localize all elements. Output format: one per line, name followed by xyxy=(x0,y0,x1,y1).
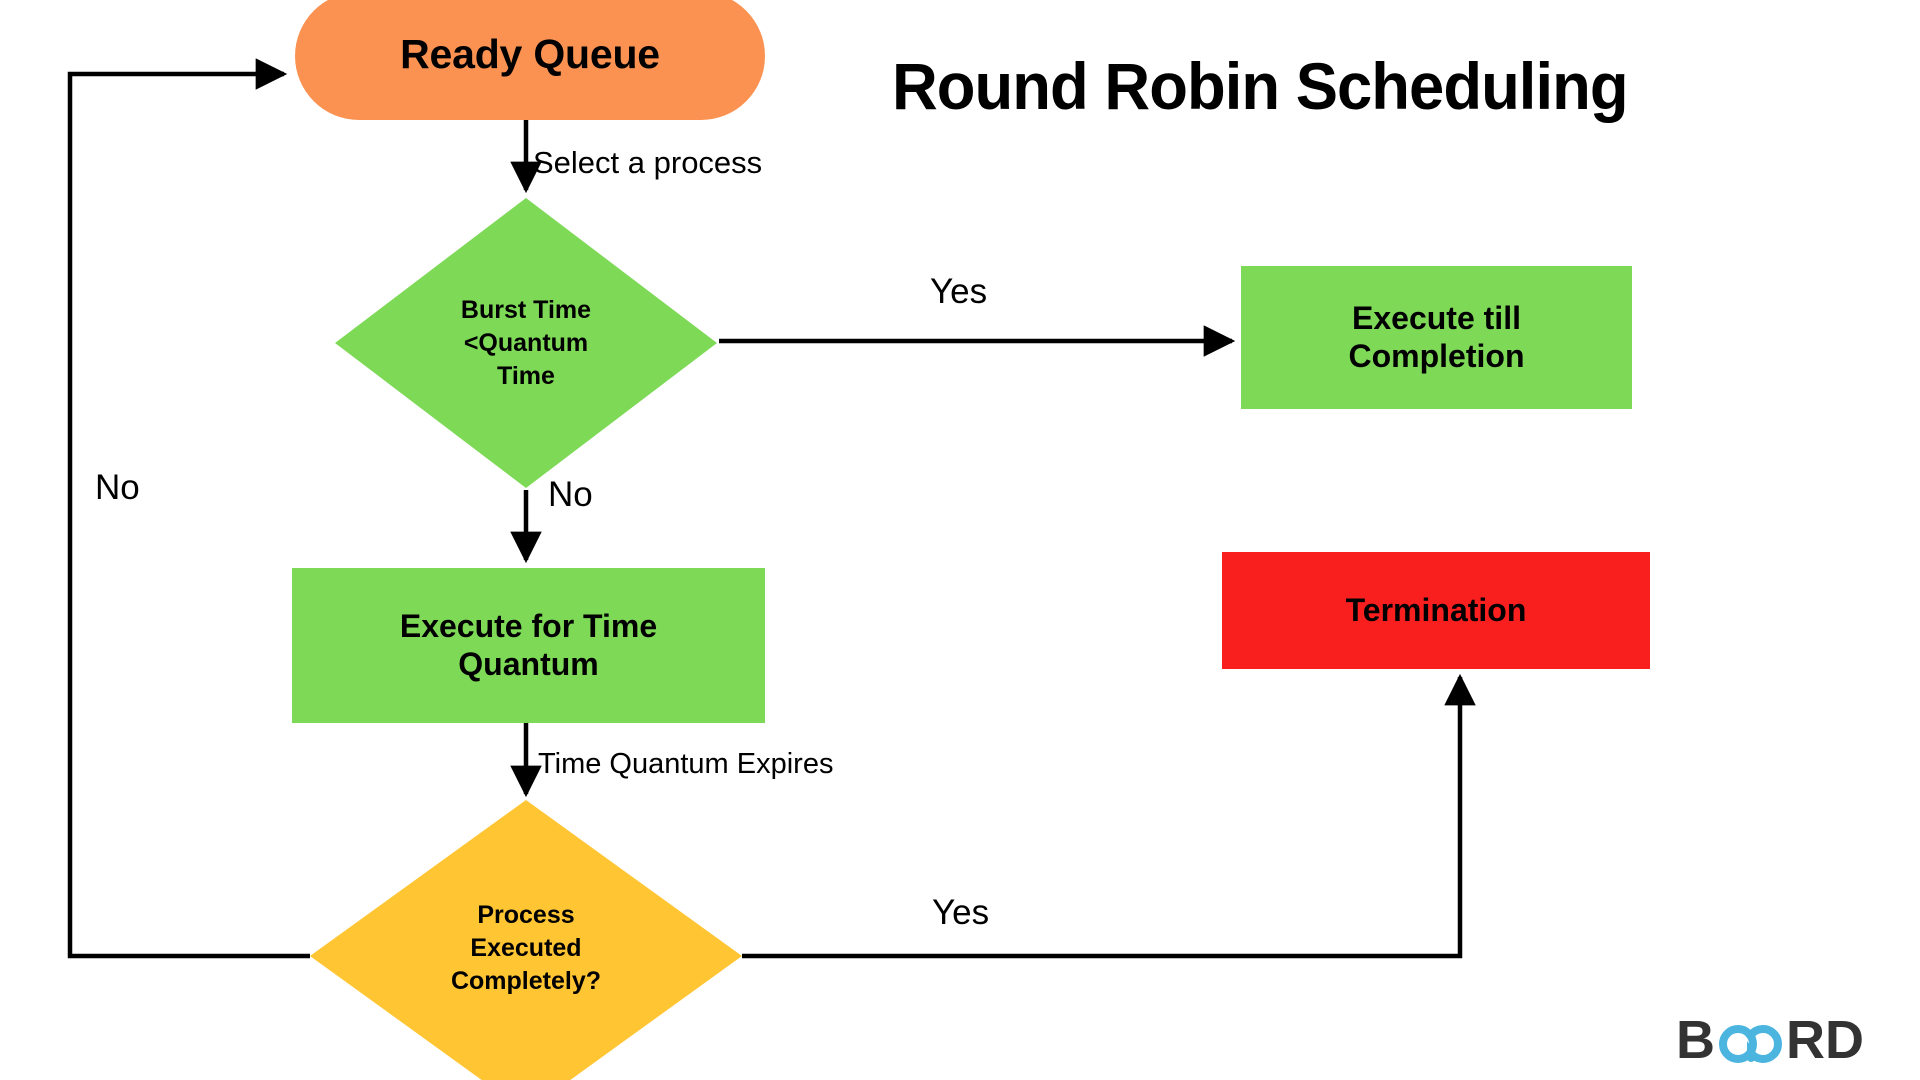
edge-label-time-quantum-expires: Time Quantum Expires xyxy=(538,748,834,780)
node-process-executed-decision[interactable]: Process Executed Completely? xyxy=(310,800,742,1080)
execute-quantum-line-1: Execute for Time xyxy=(399,607,658,644)
edge-label-yes-to-termination: Yes xyxy=(932,893,990,932)
node-execute-for-time-quantum[interactable]: Execute for Time Quantum xyxy=(292,568,765,723)
node-burst-time-decision[interactable]: Burst Time <Quantum Time xyxy=(335,198,717,488)
edge-label-no-to-quantum: No xyxy=(548,475,593,514)
node-termination[interactable]: Termination xyxy=(1222,552,1650,669)
edge-complete-yes-to-termination xyxy=(742,673,1476,959)
page-title: Round Robin Scheduling xyxy=(892,49,1629,123)
edge-label-yes-to-completion: Yes xyxy=(930,272,988,311)
board-logo-infinity-icon xyxy=(1719,1025,1782,1063)
node-ready-queue[interactable]: Ready Queue xyxy=(295,0,765,120)
edge-label-select-a-process: Select a process xyxy=(533,145,763,180)
execute-quantum-line-2: Quantum xyxy=(458,645,599,682)
edge-complete-no-to-ready-queue xyxy=(67,58,310,959)
node-execute-till-completion[interactable]: Execute till Completion xyxy=(1241,266,1632,409)
board-logo-letter-b: B xyxy=(1676,1014,1715,1068)
diamond-shape-process-executed xyxy=(310,800,742,1080)
edge-label-no-return-to-queue: No xyxy=(95,468,140,507)
execute-completion-line-2: Completion xyxy=(1348,337,1525,374)
execute-completion-line-1: Execute till xyxy=(1352,299,1521,336)
board-logo-letters-rd: RD xyxy=(1786,1014,1864,1068)
diamond-shape-burst xyxy=(335,198,717,488)
board-logo: B RD xyxy=(1676,1014,1864,1068)
